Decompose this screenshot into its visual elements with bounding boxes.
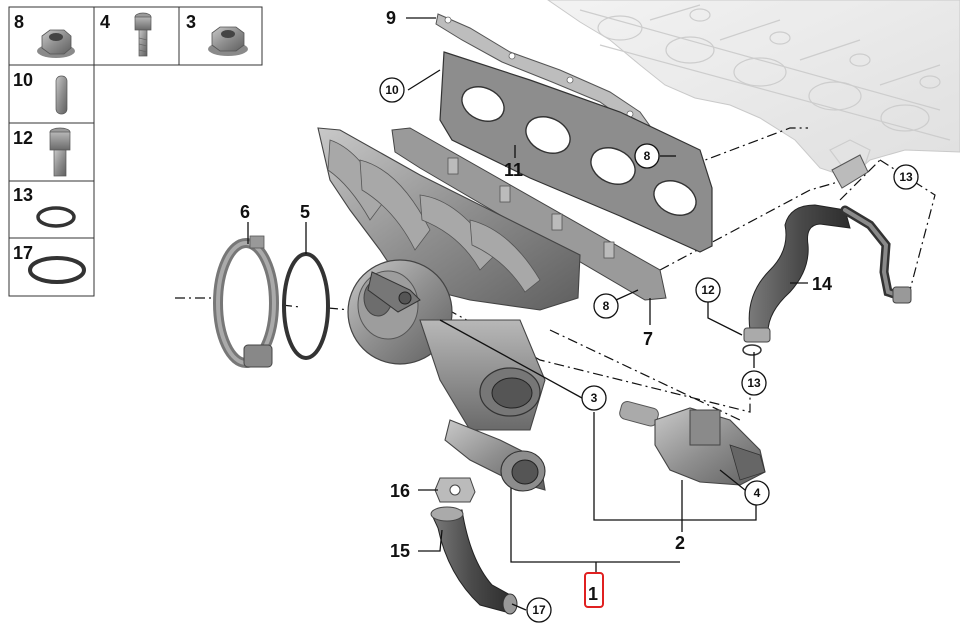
label-15: 15	[390, 541, 410, 561]
callout-4: 4	[754, 486, 761, 500]
part-2-wastegate-actuator	[619, 400, 766, 486]
label-2: 2	[675, 533, 685, 553]
turbocharger-exhaust-manifold	[317, 127, 581, 492]
part-labels: 9 11 6 5 14 7 16 15 2 1	[240, 8, 832, 608]
legend-num-8: 8	[14, 12, 24, 32]
callout-8-upper: 8	[644, 149, 651, 163]
dowel-pin-icon	[55, 75, 68, 115]
label-16: 16	[390, 481, 410, 501]
callout-8-lower: 8	[603, 299, 610, 313]
leader-lines	[247, 17, 808, 611]
callout-17: 17	[532, 603, 546, 617]
label-5: 5	[300, 202, 310, 222]
part-11-manifold-gasket	[439, 51, 713, 253]
label-9: 9	[386, 8, 396, 28]
flange-nut-icon	[37, 29, 75, 58]
cylinder-head-illustration	[547, 0, 960, 179]
callout-3: 3	[591, 391, 598, 405]
part-7-heat-shield	[391, 127, 667, 301]
callout-13-upper: 13	[899, 170, 913, 184]
legend-num-13: 13	[13, 185, 33, 205]
legend-num-3: 3	[186, 12, 196, 32]
callout-markers: 10 8 13 8 12 13 3 4 17	[379, 77, 919, 623]
legend-num-10: 10	[13, 70, 33, 90]
stud-icon	[49, 127, 71, 177]
highlight-box	[584, 572, 604, 608]
callout-10: 10	[385, 83, 399, 97]
parts-legend: 8 4 3 10 12 13 17	[8, 6, 263, 297]
part-15-oil-return-pipe	[430, 506, 518, 615]
label-6: 6	[240, 202, 250, 222]
label-7: 7	[643, 329, 653, 349]
hex-nut-icon	[208, 26, 248, 56]
o-ring-small-icon	[36, 206, 76, 228]
label-11: 11	[504, 160, 523, 180]
part-14-coolant-line	[742, 154, 912, 356]
o-ring-large-icon	[28, 256, 86, 284]
callout-12: 12	[701, 283, 715, 297]
bolt-icon	[134, 12, 152, 57]
part-16-flange-gasket	[434, 477, 476, 503]
legend-num-17: 17	[13, 243, 33, 263]
callout-13-lower: 13	[747, 376, 761, 390]
label-14: 14	[812, 274, 832, 294]
part-6-v-band-clamp	[213, 235, 279, 368]
legend-num-4: 4	[100, 12, 110, 32]
label-1: 1	[588, 584, 598, 604]
legend-num-12: 12	[13, 128, 33, 148]
